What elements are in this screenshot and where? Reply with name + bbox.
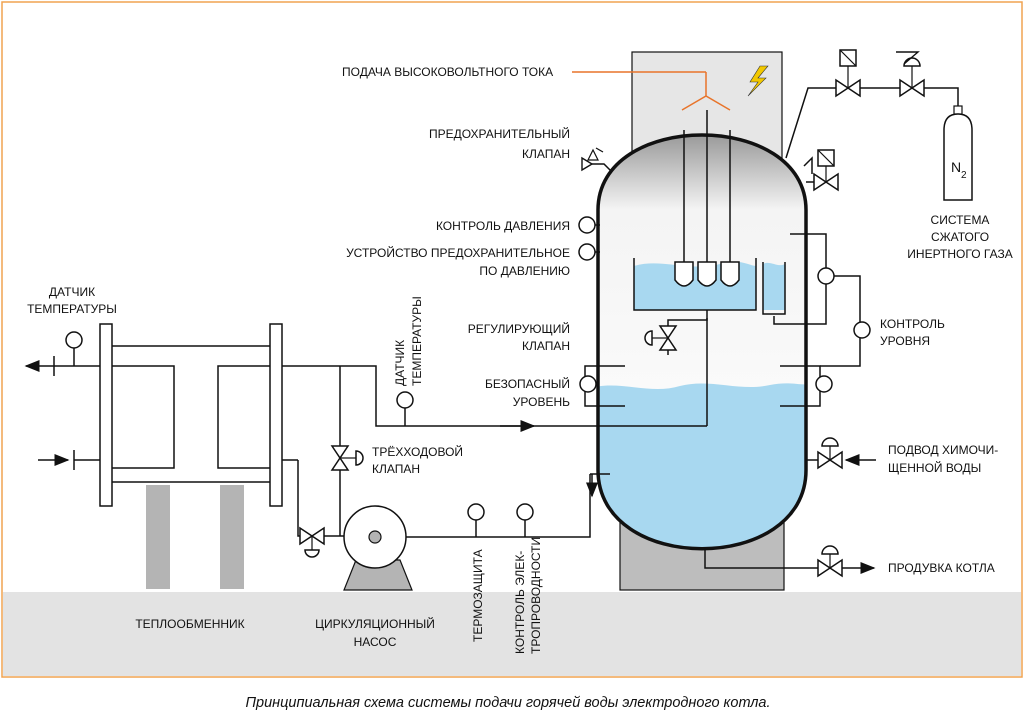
label-heat-exchanger: ТЕПЛООБМЕННИК [135,617,244,631]
blowdown-line [704,545,876,578]
label-gas-system-2: СЖАТОГО [931,230,989,244]
nitrogen-line [785,87,959,159]
control-valve [644,325,678,351]
label-thermal-protection: ТЕРМОЗАЩИТА [471,549,485,642]
heat-exchanger-leg-right [220,485,244,589]
safety-valve [581,147,613,173]
safe-level-gauge-left [579,375,597,393]
electrodes [674,110,740,287]
label-pressure-relief-1: УСТРОЙСТВО ПРЕДОХРАНИТЕЛЬНОЕ [346,245,570,260]
outer-frame [1,1,1023,678]
label-safe-level-1: БЕЗОПАСНЫЙ [485,376,570,391]
label-pressure-relief-2: ПО ДАВЛЕНИЮ [479,264,570,278]
label-temp-sensor-mid-2: ТЕМПЕРАТУРЫ [410,296,424,386]
label-level-control-2: УРОВНЯ [880,334,930,348]
thermal-protection-sensor [467,503,485,537]
vent-valve [803,149,839,192]
label-chem-water-1: ПОДВОД ХИМОЧИ- [888,443,998,457]
circulation-pump [343,505,413,591]
label-pressure-control: КОНТРОЛЬ ДАВЛЕНИЯ [436,219,570,233]
safe-level-gauge-right [815,375,833,393]
label-gas-system-3: ИНЕРТНОГО ГАЗА [907,247,1012,261]
pressure-relief-gauge [578,243,596,261]
chem-water-inlet [806,437,876,470]
level-control-gauge-upper [817,267,835,285]
heat-exchanger-leg-left [146,485,170,589]
pressure-control-gauge [578,216,596,234]
three-way-valve [282,366,364,537]
pump-inlet-valve [299,526,348,558]
label-conductivity-2: ТРОПРОВОДНОСТИ [529,537,543,654]
label-threeway-valve-2: КЛАПАН [372,462,420,476]
label-threeway-valve-1: ТРЁХХОДОВОЙ [372,444,463,459]
conductivity-sensor [516,503,534,537]
label-level-control-1: КОНТРОЛЬ [880,317,945,331]
label-temp-sensor-left-1: ДАТЧИК [49,285,95,299]
temp-sensor-mid [396,391,414,426]
floor [3,592,1021,676]
safe-level-indicators [584,332,861,407]
n2-label: N [951,159,961,175]
return-line [282,365,600,427]
label-conductivity-1: КОНТРОЛЬ ЭЛЕК- [513,551,527,654]
n2-subscript: 2 [961,170,967,181]
level-control-gauge [853,321,871,339]
label-safe-level-2: УРОВЕНЬ [513,395,570,409]
label-control-valve-2: КЛАПАН [522,339,570,353]
label-temp-sensor-left-2: ТЕМПЕРАТУРЫ [27,302,117,316]
label-safety-valve-2: КЛАПАН [522,147,570,161]
level-control-lines [773,233,861,325]
hv-supply-line [572,71,731,111]
water-lower [598,383,806,549]
label-safety-valve-1: ПРЕДОХРАНИТЕЛЬНЫЙ [429,126,570,141]
label-temp-sensor-mid-1: ДАТЧИК [393,340,407,386]
heat-exchanger [53,323,283,507]
figure-caption: Принципиальная схема системы подачи горя… [246,695,771,711]
nitrogen-cylinder [943,105,973,201]
label-chem-water-2: ЩЕННОЙ ВОДЫ [888,460,981,475]
boiler-vessel [596,133,808,551]
gas-valve-2 [896,51,925,98]
label-blowdown: ПРОДУВКА КОТЛА [888,561,995,575]
pump-discharge-line [406,474,591,538]
label-pump-1: ЦИРКУЛЯЦИОННЫЙ [315,616,435,631]
label-hv-supply: ПОДАЧА ВЫСОКОВОЛЬТНОГО ТОКА [342,65,553,79]
gas-valve-1 [835,49,861,98]
lightning-icon [747,65,769,97]
label-control-valve-1: РЕГУЛИРУЮЩИЙ [468,321,570,336]
label-gas-system-1: СИСТЕМА [931,213,990,227]
label-pump-2: НАСОС [354,635,397,649]
temp-sensor-left [65,331,83,366]
